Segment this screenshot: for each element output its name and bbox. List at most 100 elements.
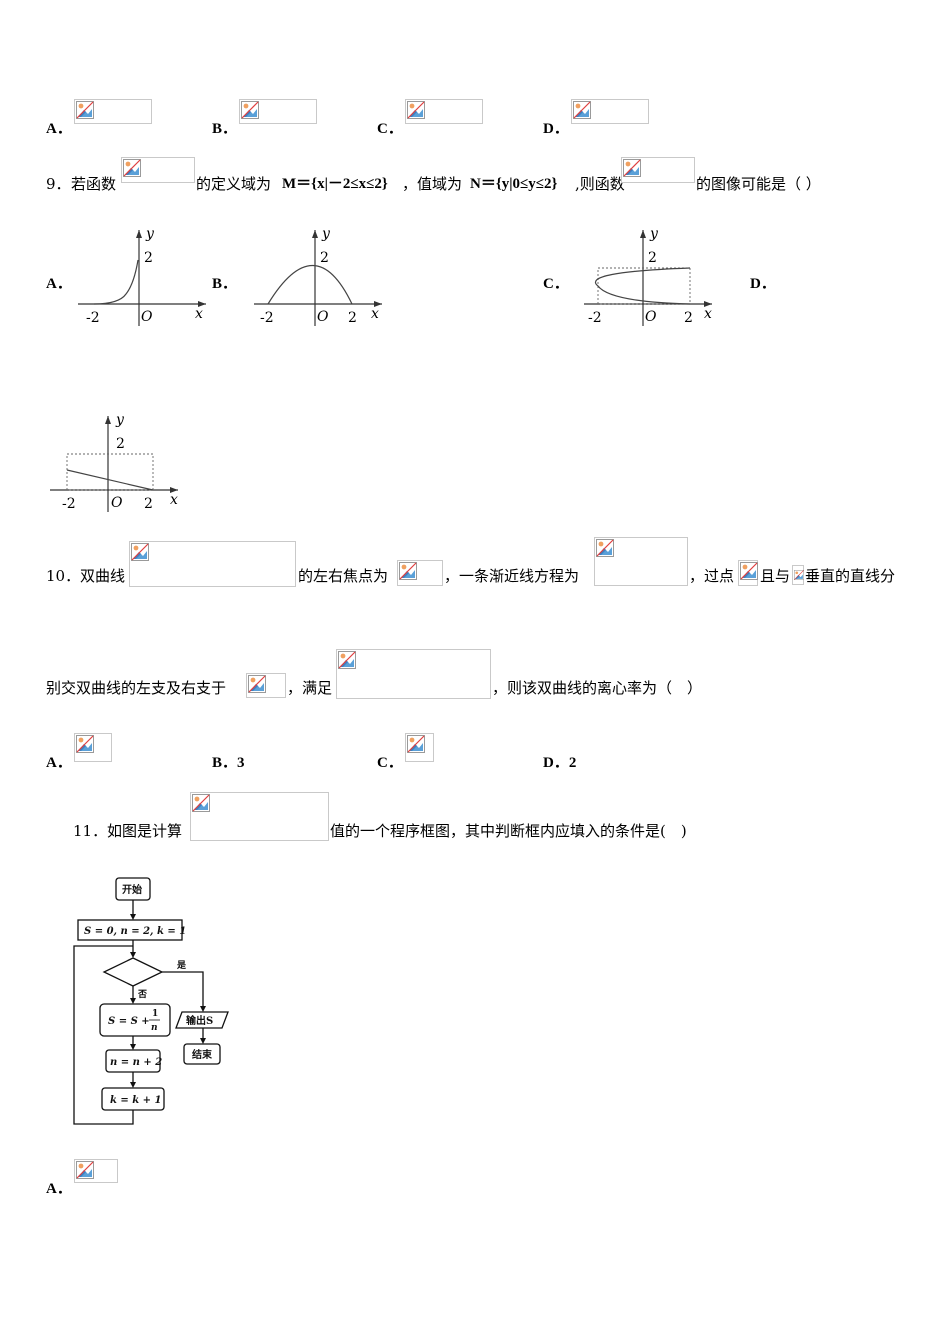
- q10-option-d: D．2: [543, 755, 577, 771]
- broken-image-icon: [740, 562, 758, 580]
- broken-image-icon: [338, 651, 356, 669]
- tick-2: 2: [320, 250, 329, 266]
- q10-option-c: C．: [377, 755, 403, 771]
- q9-number: 9．: [46, 175, 71, 193]
- q10-formula-hyperbola: [129, 541, 296, 587]
- origin-label: O: [645, 309, 657, 325]
- q9-graph-c: y 2 -2 O 2 x: [584, 226, 712, 326]
- broken-image-icon: [407, 101, 425, 119]
- q8-option-b: B．: [212, 121, 238, 137]
- y-axis-arrow: [640, 230, 646, 238]
- q10-formula-line: [792, 565, 804, 585]
- q10-number: 10．: [46, 567, 81, 585]
- q10-text-7: 别交双曲线的左支及右支于: [46, 679, 227, 697]
- q9-option-d: D．: [750, 276, 776, 292]
- flow-init-box: [77, 919, 183, 941]
- q8-option-a: A．: [46, 121, 72, 137]
- flow-update-s-text: S = S +: [108, 1016, 150, 1027]
- q8-image-d: [571, 99, 649, 124]
- y-label: y: [115, 412, 125, 428]
- q11-flowchart: 开始 S = 0, n = 2, k = 1 是 否 S = S + 1 n 输…: [73, 877, 229, 1125]
- flow-no-label: 否: [137, 989, 147, 1000]
- q9-graph-d: y 2 -2 O 2 x: [50, 412, 178, 512]
- q9-option-b: B．: [212, 276, 238, 292]
- q9-text-3: ，值域为: [402, 175, 463, 193]
- broken-image-icon: [794, 567, 804, 583]
- flow-end-text: 结束: [192, 1048, 213, 1061]
- q9-graph-b: y 2 -2 O 2 x: [254, 226, 382, 326]
- q10-text-5: 且与: [760, 567, 791, 585]
- q8-option-d: D．: [543, 121, 569, 137]
- tick-2x: 2: [348, 310, 357, 326]
- q9-option-a: A．: [46, 276, 72, 292]
- curve: [595, 267, 691, 305]
- tick-2x: 2: [144, 496, 153, 512]
- q10-formula-asymptote: [594, 537, 688, 586]
- flow-yes-label: 是: [176, 960, 187, 971]
- broken-image-icon: [76, 735, 94, 753]
- flow-init-text: S = 0, n = 2, k = 1: [84, 926, 186, 937]
- q8-option-c: C．: [377, 121, 403, 137]
- tick-2: 2: [144, 250, 153, 266]
- flow-update-k-text: k = k + 1: [110, 1095, 162, 1106]
- tick-neg2: -2: [588, 310, 602, 326]
- y-axis-arrow: [312, 230, 318, 238]
- q9-range-set: N＝{y|0≤y≤2}: [470, 176, 558, 192]
- y-label: y: [145, 226, 155, 242]
- curve: [93, 259, 139, 305]
- q10-text-1: 双曲线: [80, 567, 126, 585]
- broken-image-icon: [241, 101, 259, 119]
- q11-option-a: A．: [46, 1181, 72, 1197]
- origin-label: O: [141, 309, 153, 325]
- q11-formula-sum: [190, 792, 329, 841]
- x-axis-arrow: [170, 487, 178, 493]
- broken-image-icon: [573, 101, 591, 119]
- q11-text-1: 如图是计算: [107, 822, 183, 840]
- y-axis-arrow: [136, 230, 142, 238]
- x-axis-arrow: [198, 301, 206, 307]
- bounding-box: [66, 453, 154, 491]
- q10-option-a: A．: [46, 755, 72, 771]
- y-axis-arrow: [105, 416, 111, 424]
- q10-formula-ab: [246, 673, 286, 698]
- flow-output-text: 输出S: [186, 1014, 213, 1027]
- q10-formula-condition: [336, 649, 491, 699]
- x-label: x: [170, 492, 178, 508]
- q9-text-2: 的定义域为: [196, 175, 272, 193]
- q9-formula-f: [121, 157, 195, 183]
- y-label: y: [649, 226, 659, 242]
- tick-neg2: -2: [86, 310, 100, 326]
- tick-2x: 2: [684, 310, 693, 326]
- q9-domain-set: M＝{x|－2≤x≤2}: [282, 176, 388, 192]
- bounding-box: [597, 267, 691, 305]
- tick-2: 2: [116, 436, 125, 452]
- flow-yes-edge: [162, 971, 204, 1010]
- q11-text-2: 值的一个程序框图，其中判断框内应填入的条件是( ): [330, 822, 687, 840]
- x-label: x: [195, 306, 203, 322]
- flow-frac-num: 1: [152, 1009, 158, 1019]
- q10-text-3: ，一条渐近线方程为: [444, 567, 580, 585]
- q11-number: 11．: [73, 822, 108, 840]
- broken-image-icon: [131, 543, 149, 561]
- flow-frac-den: n: [151, 1023, 158, 1033]
- x-axis-arrow: [704, 301, 712, 307]
- broken-image-icon: [192, 794, 210, 812]
- broken-image-icon: [623, 159, 641, 177]
- x-label: x: [704, 306, 712, 322]
- q10-option-b: B．3: [212, 755, 245, 771]
- broken-image-icon: [399, 562, 417, 580]
- broken-image-icon: [76, 1161, 94, 1179]
- q8-image-c: [405, 99, 483, 124]
- q10-text-2: 的左右焦点为: [298, 567, 389, 585]
- q10-text-9: ，则该双曲线的离心率为（ ）: [492, 679, 703, 697]
- broken-image-icon: [596, 539, 614, 557]
- broken-image-icon: [407, 735, 425, 753]
- broken-image-icon: [76, 101, 94, 119]
- q8-image-b: [239, 99, 317, 124]
- broken-image-icon: [248, 675, 266, 693]
- curve: [267, 265, 353, 305]
- flow-output-box: [175, 1011, 229, 1029]
- q9-option-c: C．: [543, 276, 569, 292]
- tick-neg2: -2: [260, 310, 274, 326]
- segment: [66, 469, 154, 491]
